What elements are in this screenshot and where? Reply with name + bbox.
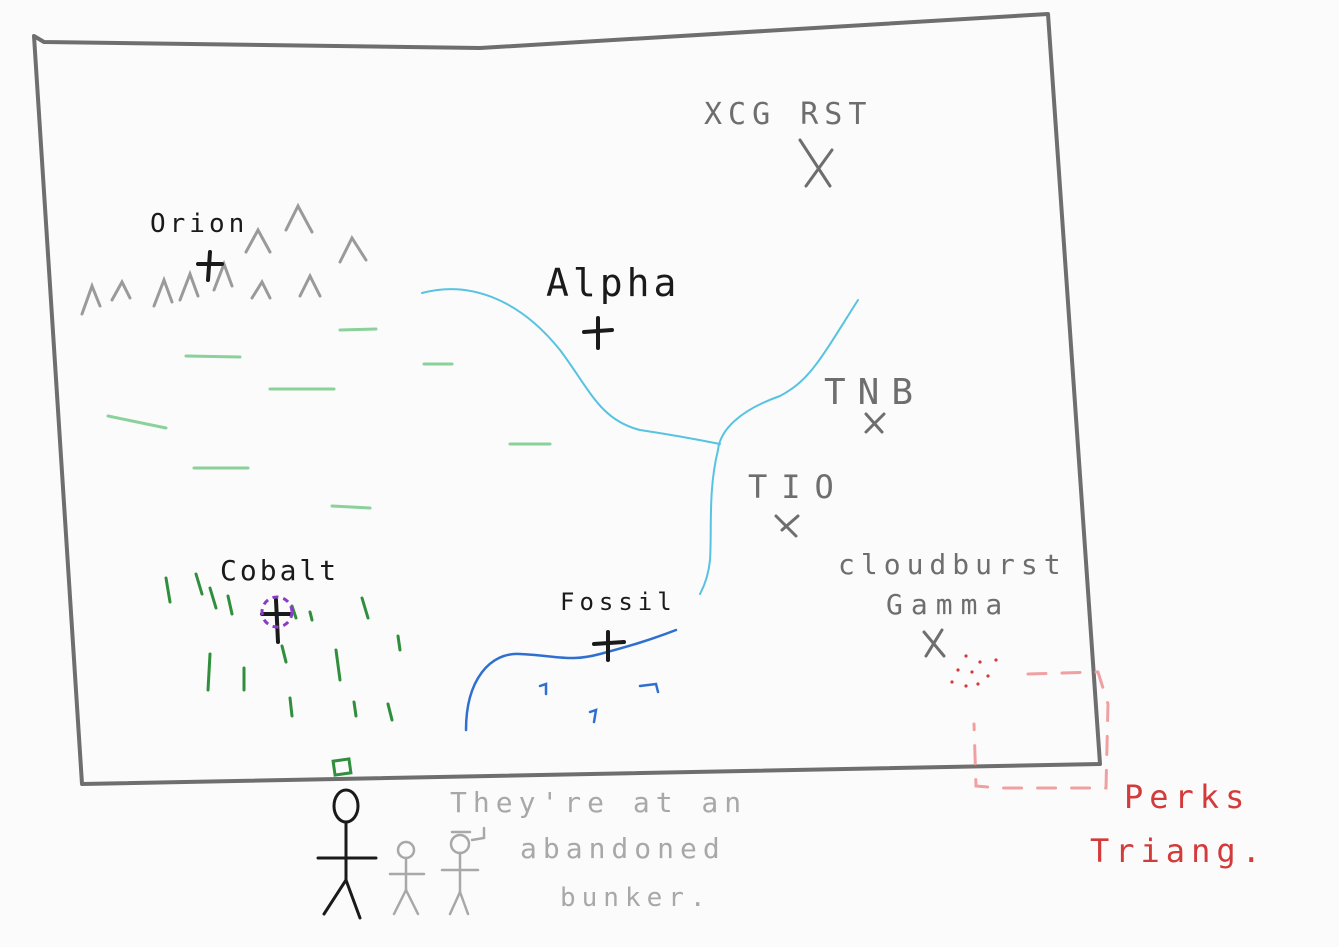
map-border xyxy=(32,12,1102,786)
main-stick-figure-icon xyxy=(316,757,378,920)
bunker-bracket-icon xyxy=(470,826,486,842)
tnb-x-icon xyxy=(864,412,886,434)
perks-note-line2: Triang. xyxy=(1090,832,1267,870)
cobalt-marker-icon xyxy=(260,598,292,644)
gamma-x-icon xyxy=(922,628,946,658)
cloudburst-label: cloudburst xyxy=(838,548,1067,581)
bunker-note-line1: They're at an xyxy=(450,786,747,819)
tio-label: TIO xyxy=(748,468,848,506)
small-stick-figure-2-icon xyxy=(440,830,480,916)
cobalt-label: Cobalt xyxy=(220,554,339,587)
perks-region-outline xyxy=(972,670,1110,790)
fossil-label: Fossil xyxy=(560,588,677,616)
bunker-note-line2: abandoned xyxy=(520,832,726,865)
orion-marker-icon xyxy=(196,250,224,282)
orion-label: Orion xyxy=(150,209,248,239)
small-stick-figure-1-icon xyxy=(388,840,426,916)
grassland-icon xyxy=(106,327,552,510)
xcg-x-icon xyxy=(798,138,834,188)
tio-x-icon xyxy=(774,514,800,538)
alpha-label: Alpha xyxy=(546,261,680,305)
fossil-marker-icon xyxy=(592,630,626,662)
gamma-label: Gamma xyxy=(886,588,1010,621)
bunker-note-line3: bunker. xyxy=(560,883,712,913)
red-dots-icon xyxy=(950,654,998,688)
cobalt-highlight-icon xyxy=(260,595,294,629)
location-markers xyxy=(196,250,626,662)
hat-icon xyxy=(331,757,353,777)
coastline-icon xyxy=(464,628,678,732)
river-icon xyxy=(421,288,859,595)
alpha-marker-icon xyxy=(582,316,614,350)
xcg-label: XCG RST xyxy=(704,97,872,132)
x-markers xyxy=(774,138,946,658)
tnb-label: TNB xyxy=(824,372,925,413)
forest-icon xyxy=(164,572,402,722)
perks-note-line1: Perks xyxy=(1124,778,1250,816)
